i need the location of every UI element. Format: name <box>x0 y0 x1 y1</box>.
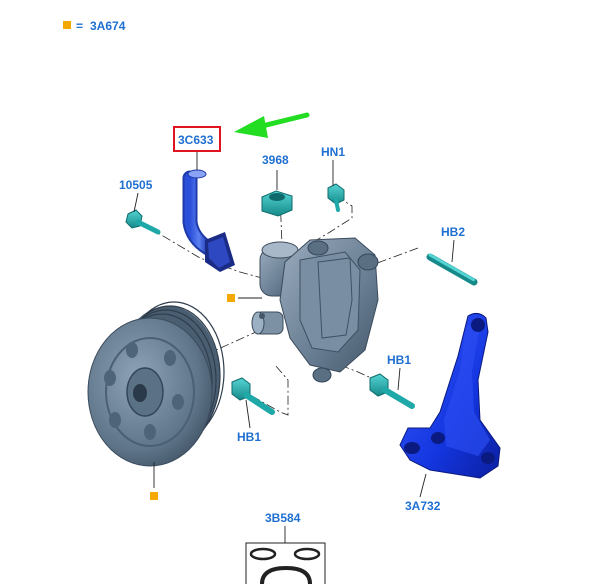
highlight-box <box>173 126 221 152</box>
nut-3968 <box>261 190 293 217</box>
bracket-3a732 <box>399 312 501 479</box>
bolt-hb2 <box>426 253 478 286</box>
callout-3a732[interactable]: 3A732 <box>405 499 441 513</box>
legend-label: 3A674 <box>90 19 126 33</box>
seal-kit-3b584 <box>245 542 326 584</box>
pump-body <box>251 237 379 383</box>
callout-hb1-left[interactable]: HB1 <box>237 430 261 444</box>
legend-equals: = <box>76 19 83 33</box>
callout-10505[interactable]: 10505 <box>119 178 153 192</box>
bolt-hn1 <box>327 183 345 212</box>
callout-hn1[interactable]: HN1 <box>321 145 345 159</box>
legend: = 3A674 <box>63 19 126 33</box>
leader-lines <box>133 152 455 543</box>
pointer-arrow-icon <box>234 112 310 138</box>
marker-square-icon <box>63 21 71 29</box>
callout-3b584[interactable]: 3B584 <box>265 511 301 525</box>
callout-hb1-right[interactable]: HB1 <box>387 353 411 367</box>
callout-3968[interactable]: 3968 <box>262 153 289 167</box>
callout-3c633[interactable]: 3C633 <box>178 133 214 147</box>
callout-hb2[interactable]: HB2 <box>441 225 465 239</box>
bolt-hb1-left <box>231 377 275 415</box>
marker-square-icon <box>150 492 158 500</box>
marker-square-icon <box>227 294 235 302</box>
pulley <box>87 301 225 467</box>
hose-3c633 <box>182 169 235 272</box>
bolt-hb1-right <box>369 373 415 409</box>
bolt-10505 <box>125 209 161 235</box>
